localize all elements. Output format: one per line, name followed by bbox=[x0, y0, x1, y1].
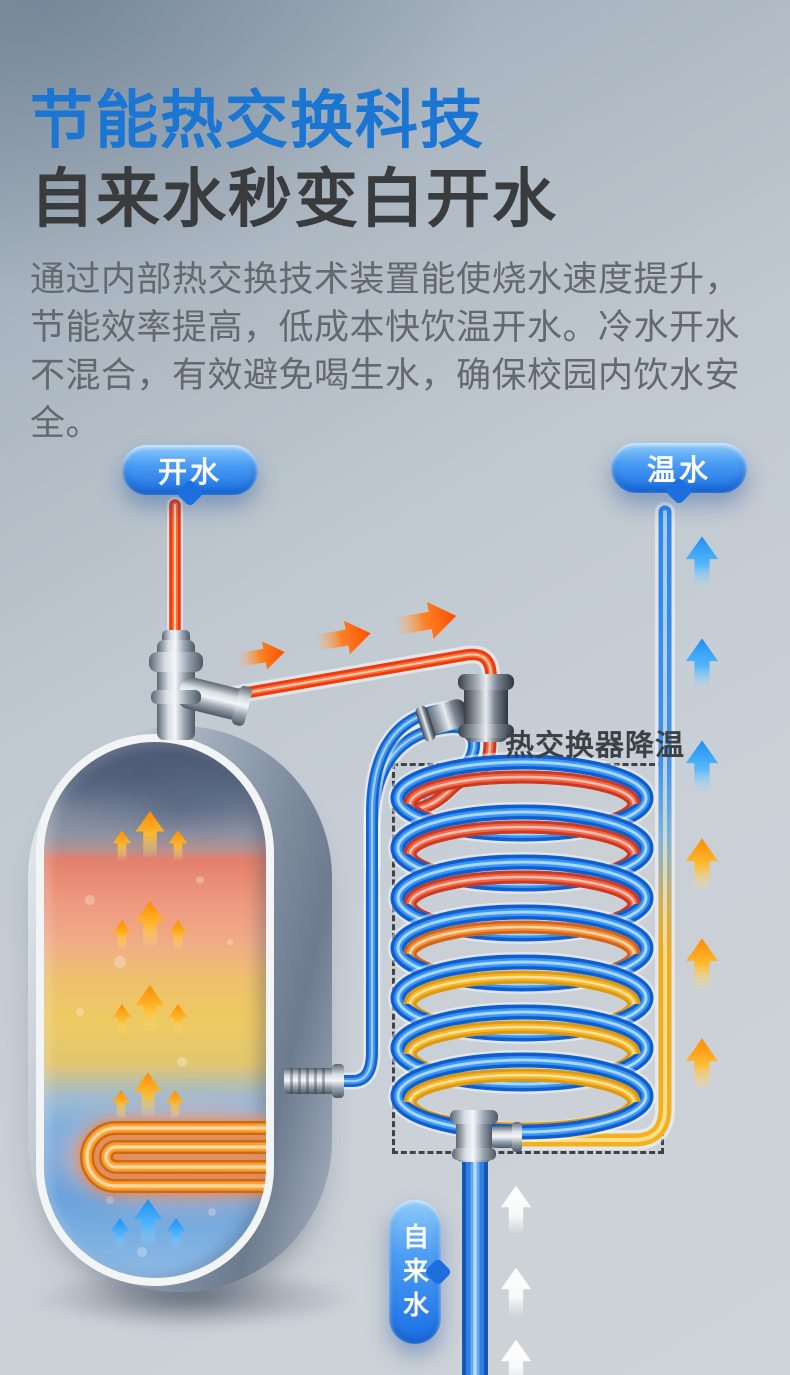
heat-exchanger-outline bbox=[392, 763, 664, 1154]
water-tank bbox=[28, 726, 332, 1292]
tap-flow-arrows bbox=[500, 1185, 532, 1375]
heat-exchanger-label: 热交换器降温 bbox=[505, 730, 686, 762]
boiling-water-badge: 开水 bbox=[122, 445, 258, 495]
headline-accent: 节能热交换科技 bbox=[30, 86, 485, 156]
body-text-line-2: 节能效率提高，低成本快饮温开水。冷水开水 bbox=[30, 308, 741, 347]
boiling-flow-arrows bbox=[236, 597, 460, 675]
tank-cutaway-interior bbox=[36, 734, 274, 1286]
tank-top-valve bbox=[149, 630, 253, 740]
headline-main: 自来水秒变白开水 bbox=[30, 163, 558, 235]
tap-water-badge: 自来水 bbox=[389, 1200, 441, 1344]
coil-inlet-fitting bbox=[415, 674, 514, 742]
warm-flow-arrows bbox=[685, 536, 719, 1090]
body-text-line-3: 不混合，有效避免喝生水，确保校园内饮水安全。 bbox=[30, 356, 741, 443]
body-text: 通过内部热交换技术装置能使烧水速度提升， 节能效率提高，低成本快饮温开水。冷水开… bbox=[30, 256, 772, 448]
warm-water-badge: 温水 bbox=[611, 443, 747, 493]
body-text-line-1: 通过内部热交换技术装置能使烧水速度提升， bbox=[30, 260, 741, 299]
